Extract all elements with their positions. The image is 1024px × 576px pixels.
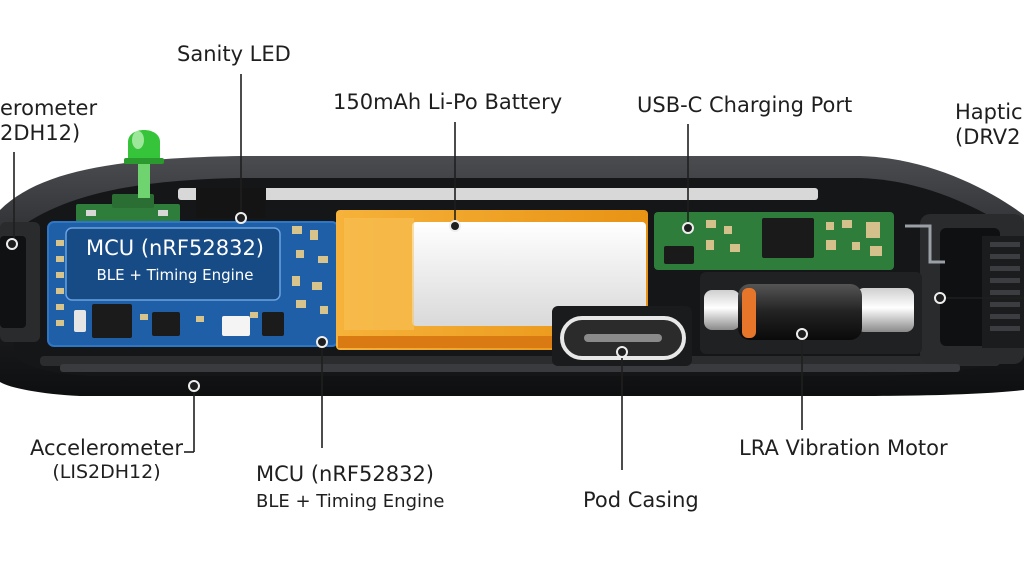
usb-charging-board [654,212,894,270]
left-end-cap [0,222,40,342]
right-end-cap [905,214,1024,364]
mcu-board-title: MCU (nRF52832) [86,236,264,260]
mcu-board-subtitle: BLE + Timing Engine [96,266,254,284]
usb-c-port [552,306,692,366]
label-battery: 150mAh Li-Po Battery [333,90,563,114]
label-accelerometer-top: erometer 2DH12) [0,96,98,146]
mcu-board-label: MCU (nRF52832) BLE + Timing Engine [82,232,268,296]
label-lra-motor: LRA Vibration Motor [739,436,948,460]
label-pod-casing: Pod Casing [583,488,699,512]
leader-lines [13,74,1024,470]
mcu-marker [316,336,328,348]
accelerometer-marker-bottom [188,380,200,392]
label-haptic: Haptic (DRV2 [955,100,1023,150]
label-accelerometer-bottom: Accelerometer (LIS2DH12) [30,436,183,484]
lra-vibration-motor [700,272,946,354]
label-sanity-led: Sanity LED [177,42,291,66]
label-mcu-bottom: MCU (nRF52832) BLE + Timing Engine [256,462,445,513]
sanity-led [76,130,180,222]
label-usb-port: USB-C Charging Port [637,93,853,117]
accelerometer-marker-top [6,238,18,250]
mcu-board [47,188,339,347]
